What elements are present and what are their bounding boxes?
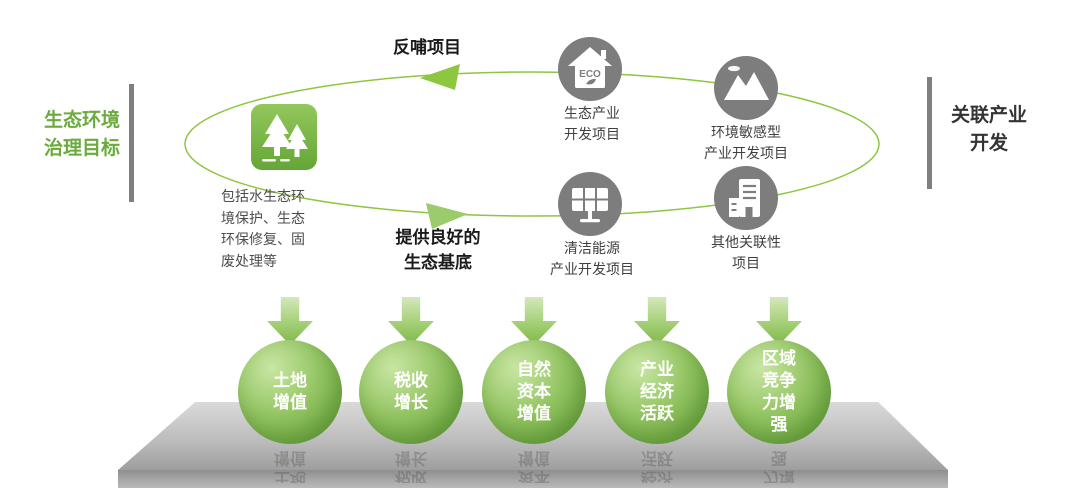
eco-industry-label: 生态产业 开发项目 [564,105,620,142]
reflection: 自然 资本 增值 [517,449,550,483]
reflection: 区域 竞争 力增 强 [762,449,795,483]
left-divider [129,84,134,202]
forest-icon [250,103,318,171]
goal-label: 生态环境 治理目标 [43,110,120,159]
eco-icon-text: ECO [579,69,601,80]
eco-house-icon: ECO [557,36,623,102]
env-sensitive-label: 环境敏感型 产业开发项目 [704,124,788,161]
reflection: 土地 增值 [273,449,306,483]
building-icon [713,165,779,231]
outcome-sphere-tax-growth: 税收 增长 [359,340,463,444]
other-related-label: 其他关联性 项目 [711,234,781,271]
right-divider [927,77,932,189]
related-industry-label: 关联产业 开发 [950,105,1027,154]
reflection: 税收 增长 [394,449,427,483]
eco-base-label: 提供良好的 生态基底 [395,228,481,272]
cycle-arrow-top-icon [420,64,460,90]
reflection: 产业 经济 活跃 [640,449,673,483]
outcome-sphere-natural-capital: 自然 资本 增值 [482,340,586,444]
clean-energy-label: 清洁能源 产业开发项目 [550,240,634,277]
feedback-project-label: 反哺项目 [393,38,461,57]
governance-caption: 包括水生态环 境保护、生态 环保修复、固 废处理等 [221,188,305,270]
solar-panel-icon [557,171,623,237]
cycle-arrow-bottom-icon [426,203,468,229]
outcome-sphere-industry-economy: 产业 经济 活跃 [605,340,709,444]
outcome-sphere-regional-competitiveness: 区域 竞争 力增 强 [727,340,831,444]
outcome-sphere-land-value: 土地 增值 [238,340,342,444]
mountain-icon [713,55,779,121]
platform-front-edge [118,470,948,488]
